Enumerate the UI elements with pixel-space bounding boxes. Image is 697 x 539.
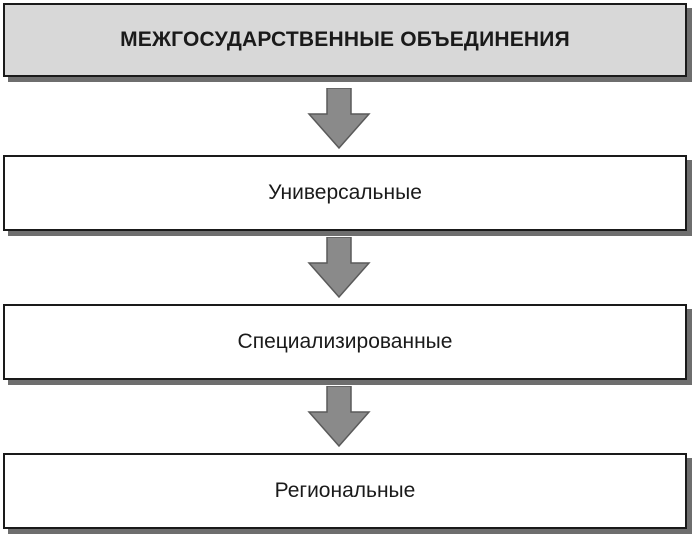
- level-node-label: Специализированные: [237, 330, 453, 353]
- down-arrow-icon: [307, 88, 371, 150]
- down-arrow-icon: [307, 386, 371, 448]
- level-node-label: Универсальные: [268, 181, 422, 204]
- down-arrow-icon: [307, 237, 371, 299]
- level-node-label: Региональные: [274, 479, 416, 502]
- level-node-regional: Региональные: [3, 453, 687, 529]
- root-node-box: МЕЖГОСУДАРСТВЕННЫЕ ОБЪЕДИНЕНИЯ: [3, 3, 687, 77]
- root-node-label: МЕЖГОСУДАРСТВЕННЫЕ ОБЪЕДИНЕНИЯ: [120, 28, 570, 51]
- level-node-specialized: Специализированные: [3, 304, 687, 380]
- level-node-universal: Универсальные: [3, 155, 687, 231]
